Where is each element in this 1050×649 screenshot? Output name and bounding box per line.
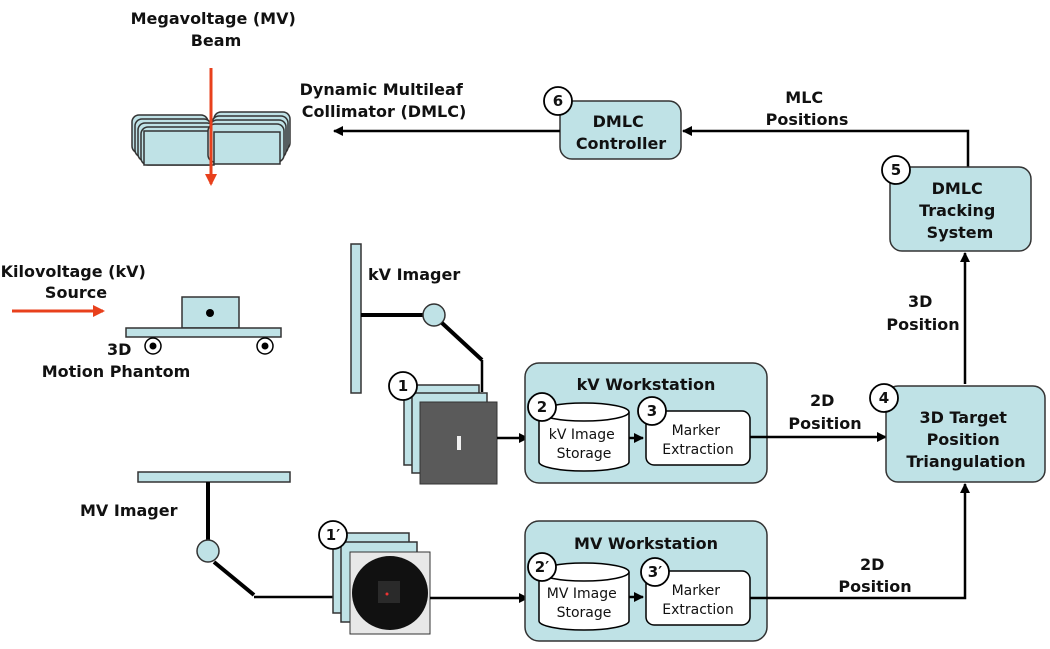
kv-2d-position-label: 2D Position <box>788 391 861 433</box>
motion-phantom-icon <box>125 296 282 355</box>
step-6-number: 6 <box>553 92 563 110</box>
dmlc-tracking-label: DMLC Tracking System <box>919 179 1001 242</box>
mv-storage-label: MV Image Storage <box>547 586 621 621</box>
mv-extraction-label: Marker Extraction <box>662 583 733 618</box>
kv-imager-icon <box>350 243 484 394</box>
mlc-positions-label: MLC Positions <box>766 88 849 129</box>
step-6-badge <box>543 86 573 116</box>
step-5-number: 5 <box>891 161 901 179</box>
mv-workstation-label: MV Workstation <box>574 534 718 553</box>
step-2p-number: 2′ <box>535 558 549 576</box>
step-5-badge <box>881 155 911 185</box>
collimator-icon <box>131 111 291 166</box>
3d-position-label: 3D Position <box>886 292 959 334</box>
kv-image-stack <box>403 384 498 485</box>
mv-2d-position-label: 2D Position <box>838 555 911 596</box>
mv-imager-icon <box>137 471 336 599</box>
kv-storage-cylinder <box>538 402 630 472</box>
step-1-badge <box>388 371 418 401</box>
mv-imager-label: MV Imager <box>80 501 178 520</box>
step-1p-number: 1′ <box>326 526 340 544</box>
step-1p-badge <box>318 520 348 550</box>
kv-workstation-label: kV Workstation <box>577 375 716 394</box>
triangulation-label: 3D Target Position Triangulation <box>906 408 1025 471</box>
dmlc-tracking-box <box>889 166 1032 252</box>
step-2-badge <box>527 392 557 422</box>
step-3p-badge <box>640 557 670 587</box>
mv-image-stack <box>332 532 431 635</box>
kv-storage-label: kV Image Storage <box>549 427 619 462</box>
triangulation-box <box>885 385 1046 483</box>
step-3-badge <box>637 396 667 426</box>
mv-storage-cylinder <box>538 562 630 631</box>
step-2-number: 2 <box>537 398 547 416</box>
arrow-tracking-to-controller <box>682 126 970 167</box>
kv-source-label: Kilovoltage (kV) Source <box>1 262 152 302</box>
step-3-number: 3 <box>647 402 657 420</box>
dmlc-label: Dynamic Multileaf Collimator (DMLC) <box>300 80 469 121</box>
step-3p-number: 3′ <box>648 563 662 581</box>
phantom-label: 3D Motion Phantom <box>42 340 191 381</box>
mv-beam-label: Megavoltage (MV) Beam <box>131 9 302 50</box>
step-2p-badge <box>527 552 557 582</box>
step-1-number: 1 <box>398 377 408 395</box>
step-4-number: 4 <box>879 389 889 407</box>
kv-extraction-label: Marker Extraction <box>662 423 733 458</box>
dmlc-controller-label: DMLC Controller <box>576 112 666 153</box>
arrow-mv-to-triangulation <box>750 483 970 600</box>
step-4-badge <box>869 383 899 413</box>
kv-imager-label: kV Imager <box>368 265 460 284</box>
